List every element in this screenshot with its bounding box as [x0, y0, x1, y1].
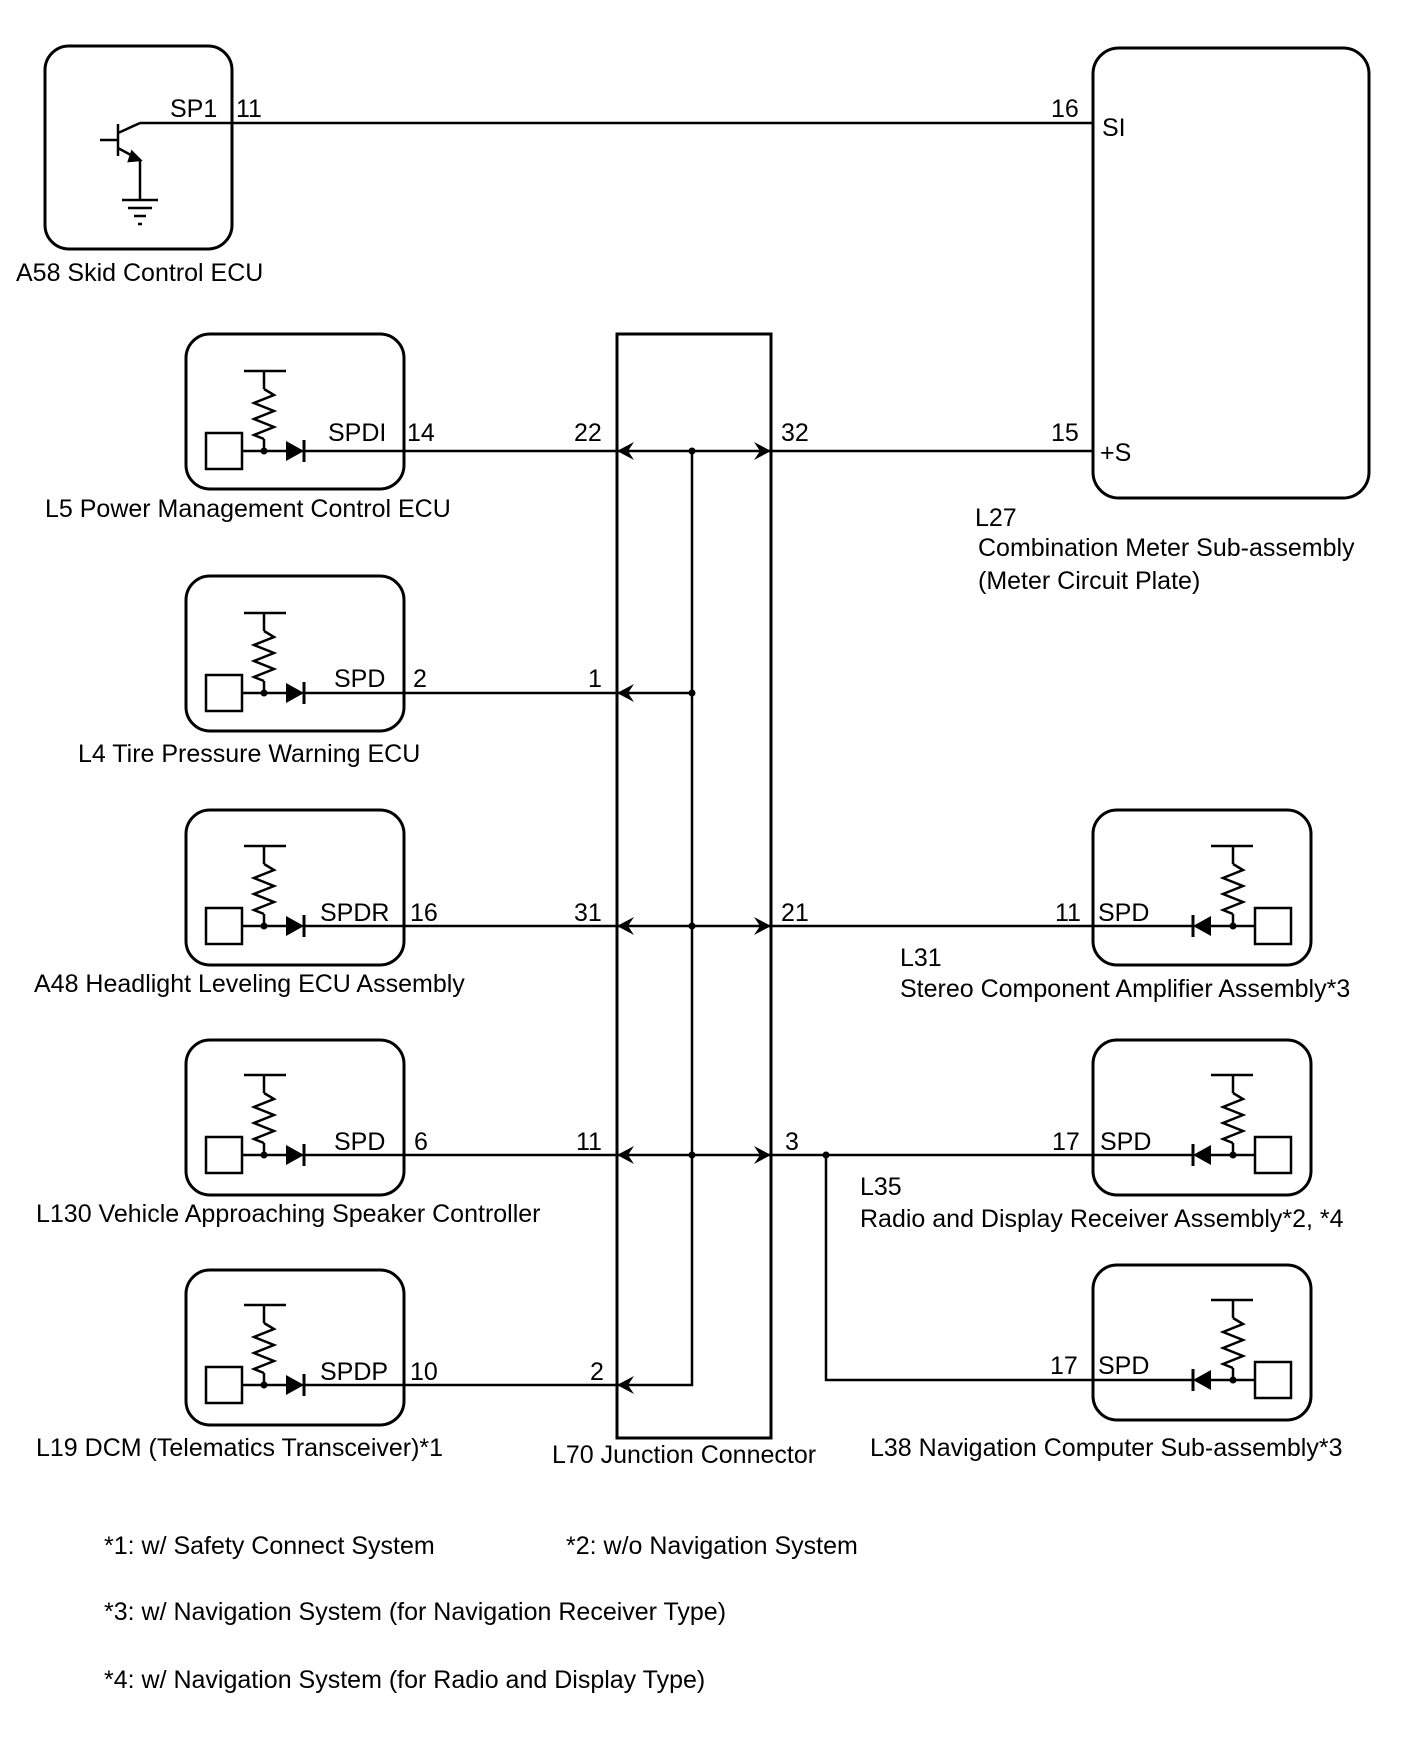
l31-signal-label: SPD [1098, 899, 1149, 927]
l31-pin-label: 11 [1055, 899, 1081, 927]
l27-sub-label: (Meter Circuit Plate) [978, 567, 1200, 595]
l4-pin-label: 2 [413, 665, 427, 693]
l130-pin-label: 6 [414, 1128, 428, 1156]
l35-signal-label: SPD [1100, 1128, 1151, 1156]
l70-junction-connector: 22 1 31 11 2 32 21 3 L70 Junction Connec… [552, 332, 816, 1469]
l38-signal-label: SPD [1098, 1352, 1149, 1380]
l27-s-pin-label: 15 [1051, 419, 1079, 447]
l70-pin-21: 21 [781, 899, 809, 927]
note-3: *3: w/ Navigation System (for Navigation… [104, 1598, 726, 1626]
l4-tire-pressure-ecu: SPD 2 L4 Tire Pressure Warning ECU [78, 574, 617, 768]
l5-power-management-ecu: SPDI 14 L5 Power Management Control ECU [45, 332, 617, 523]
a48-pin-label: 16 [410, 899, 438, 927]
l70-pin-31: 31 [574, 899, 602, 927]
note-4: *4: w/ Navigation System (for Radio and … [104, 1666, 705, 1694]
a58-skid-control-ecu: SP1 11 A58 Skid Control ECU [16, 44, 263, 287]
a58-pin-label: 11 [236, 95, 262, 123]
l70-left-terminals [617, 442, 634, 1394]
l31-code-label: L31 [900, 944, 942, 972]
a58-signal-label: SP1 [170, 95, 217, 123]
l70-pin-22: 22 [574, 419, 602, 447]
l70-pin-11: 11 [576, 1128, 602, 1156]
l35-pin-label: 17 [1052, 1128, 1080, 1156]
a48-signal-label: SPDR [320, 899, 389, 927]
l38-pin-label: 17 [1050, 1352, 1078, 1380]
note-2: *2: w/o Navigation System [566, 1532, 858, 1560]
l5-component-label: L5 Power Management Control ECU [45, 495, 451, 523]
l19-dcm-transceiver: SPDP 10 L19 DCM (Telematics Transceiver)… [36, 1268, 617, 1462]
a48-component-label: A48 Headlight Leveling ECU Assembly [34, 970, 465, 998]
l70-pin-3: 3 [785, 1128, 799, 1156]
l35-code-label: L35 [860, 1173, 902, 1201]
l35-name-label: Radio and Display Receiver Assembly*2, *… [860, 1205, 1344, 1233]
footnotes: *1: w/ Safety Connect System *2: w/o Nav… [104, 1532, 858, 1694]
note-1: *1: w/ Safety Connect System [104, 1532, 435, 1560]
transistor-icon [100, 121, 232, 200]
l35-radio-display-receiver: 17 SPD L35 Radio and Display Receiver As… [771, 1038, 1344, 1233]
l70-pin-2: 2 [590, 1358, 604, 1386]
l5-pin-label: 14 [407, 419, 435, 447]
l27-name-label: Combination Meter Sub-assembly [978, 534, 1355, 562]
l19-component-label: L19 DCM (Telematics Transceiver)*1 [36, 1434, 443, 1462]
l19-pin-label: 10 [410, 1358, 438, 1386]
l27-combination-meter: 16 SI 15 +S L27 Combination Meter Sub-as… [975, 46, 1371, 595]
l31-stereo-amplifier: 11 SPD L31 Stereo Component Amplifier As… [771, 808, 1350, 1003]
l70-pin-1: 1 [588, 665, 602, 693]
l27-si-signal-label: SI [1102, 114, 1126, 142]
l27-s-signal-label: +S [1100, 439, 1131, 467]
a58-component-label: A58 Skid Control ECU [16, 259, 263, 287]
l70-component-label: L70 Junction Connector [552, 1441, 816, 1469]
a48-headlight-leveling-ecu: SPDR 16 A48 Headlight Leveling ECU Assem… [34, 808, 617, 998]
l38-navigation-computer: 17 SPD L38 Navigation Computer Sub-assem… [824, 1155, 1342, 1462]
l130-signal-label: SPD [334, 1128, 385, 1156]
l70-right-terminals [754, 442, 771, 1164]
ground-icon [122, 198, 158, 226]
l130-speaker-controller: SPD 6 L130 Vehicle Approaching Speaker C… [36, 1038, 617, 1228]
l130-component-label: L130 Vehicle Approaching Speaker Control… [36, 1200, 541, 1228]
l31-name-label: Stereo Component Amplifier Assembly*3 [900, 975, 1350, 1003]
l27-si-pin-label: 16 [1051, 95, 1079, 123]
l4-signal-label: SPD [334, 665, 385, 693]
l4-component-label: L4 Tire Pressure Warning ECU [78, 740, 420, 768]
l19-signal-label: SPDP [320, 1358, 388, 1386]
l38-component-label: L38 Navigation Computer Sub-assembly*3 [870, 1434, 1342, 1462]
l70-pin-32: 32 [781, 419, 809, 447]
l27-code-label: L27 [975, 504, 1017, 532]
l5-signal-label: SPDI [328, 419, 386, 447]
